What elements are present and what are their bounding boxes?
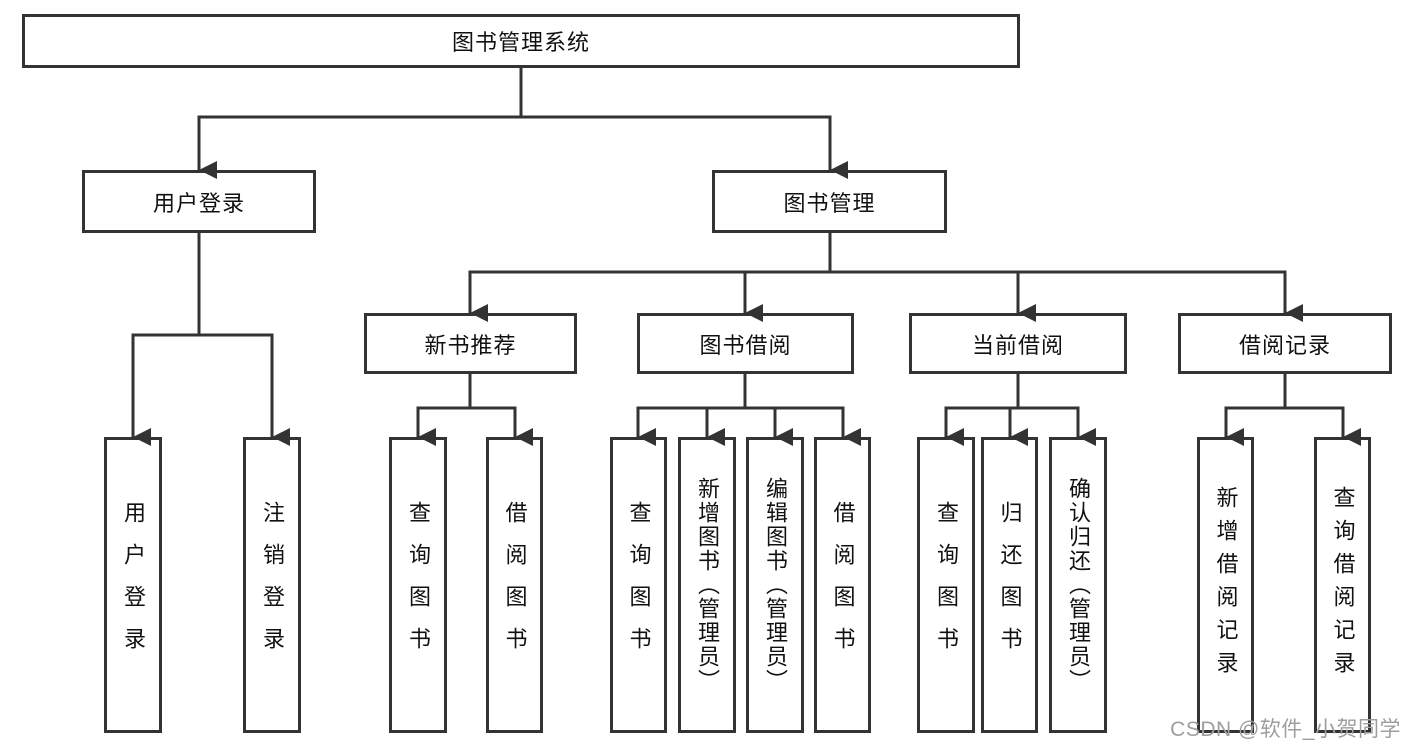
node-leaf-user-login: 用户登录 — [104, 437, 162, 733]
node-leaf-query-books-2-label: 查询图书 — [626, 501, 652, 669]
node-leaf-add-borrow-record: 新增借阅记录 — [1197, 437, 1254, 733]
node-leaf-return-book-label: 归还图书 — [997, 501, 1023, 669]
node-library-management-system: 图书管理系统 — [22, 14, 1020, 68]
node-leaf-borrow-books-1: 借阅图书 — [486, 437, 543, 733]
node-user-login: 用户登录 — [82, 170, 316, 233]
node-current-borrowing: 当前借阅 — [909, 313, 1127, 374]
csdn-watermark: CSDN @软件_小贺同学 — [1170, 718, 1401, 741]
node-leaf-borrow-books-2: 借阅图书 — [814, 437, 871, 733]
node-leaf-query-books-3-label: 查询图书 — [934, 501, 959, 669]
node-leaf-query-borrow-record: 查询借阅记录 — [1314, 437, 1371, 733]
node-leaf-query-books-2: 查询图书 — [610, 437, 667, 733]
node-borrowing-records: 借阅记录 — [1178, 313, 1392, 374]
node-book-borrowing: 图书借阅 — [637, 313, 854, 374]
node-leaf-query-books-1-label: 查询图书 — [406, 501, 431, 669]
node-book-management: 图书管理 — [712, 170, 947, 233]
node-leaf-logout: 注销登录 — [243, 437, 301, 733]
node-leaf-edit-book-admin-label: 编辑图书（管理员） — [763, 477, 788, 693]
node-leaf-add-book-admin: 新增图书（管理员） — [678, 437, 736, 733]
node-leaf-borrow-books-1-label: 借阅图书 — [502, 501, 528, 669]
node-leaf-user-login-label: 用户登录 — [121, 501, 146, 669]
node-leaf-confirm-return-admin-label: 确认归还（管理员） — [1066, 477, 1091, 693]
node-leaf-return-book: 归还图书 — [981, 437, 1038, 733]
node-leaf-query-borrow-record-label: 查询借阅记录 — [1330, 486, 1356, 684]
node-new-book-recommendation: 新书推荐 — [364, 313, 577, 374]
node-leaf-add-borrow-record-label: 新增借阅记录 — [1213, 486, 1239, 684]
node-leaf-edit-book-admin: 编辑图书（管理员） — [746, 437, 804, 733]
node-leaf-borrow-books-2-label: 借阅图书 — [830, 501, 856, 669]
node-leaf-logout-label: 注销登录 — [260, 501, 285, 669]
node-leaf-query-books-3: 查询图书 — [917, 437, 975, 733]
node-leaf-add-book-admin-label: 新增图书（管理员） — [695, 477, 720, 693]
node-leaf-query-books-1: 查询图书 — [389, 437, 447, 733]
node-leaf-confirm-return-admin: 确认归还（管理员） — [1049, 437, 1107, 733]
